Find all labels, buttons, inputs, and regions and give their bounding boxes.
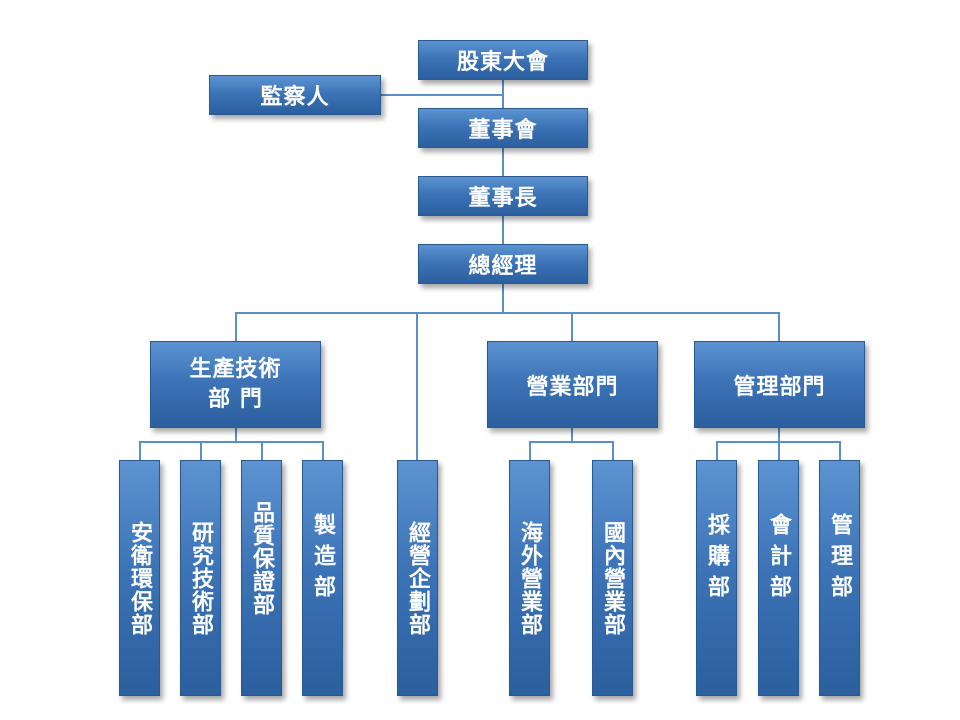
overseas-sales-unit-box: 海外營業部 xyxy=(509,460,550,696)
sales-department-box: 營業部門 xyxy=(487,341,658,428)
safety-environment-unit-box: 安衛環保部 xyxy=(119,460,160,696)
accounting-unit-box: 會計部 xyxy=(758,460,799,696)
connector-line xyxy=(139,441,141,460)
shareholders-meeting-box: 股東大會 xyxy=(418,40,588,80)
department-label-line1: 生產技術 xyxy=(189,356,282,382)
general-manager-box: 總經理 xyxy=(418,244,588,284)
connector-line xyxy=(612,441,614,460)
manufacturing-unit-box: 製造部 xyxy=(302,460,343,696)
connector-line xyxy=(381,94,504,96)
connector-line xyxy=(261,441,263,460)
supervisor-box: 監察人 xyxy=(209,75,381,115)
connector-line xyxy=(571,312,573,341)
connector-line xyxy=(416,312,418,460)
purchasing-unit-box: 採購部 xyxy=(696,460,737,696)
quality-assurance-unit-box: 品質保證部 xyxy=(241,460,282,696)
business-planning-unit-box: 經營企劃部 xyxy=(397,460,438,696)
connector-line xyxy=(322,441,324,460)
connector-line xyxy=(778,428,780,442)
production-technology-department-box: 生產技術 部 門 xyxy=(150,341,321,428)
connector-line xyxy=(502,148,504,178)
connector-line xyxy=(839,441,841,460)
research-technology-unit-box: 研究技術部 xyxy=(180,460,221,696)
connector-line xyxy=(571,428,573,442)
management-department-box: 管理部門 xyxy=(694,341,865,428)
connector-line xyxy=(529,441,531,460)
connector-line xyxy=(200,441,202,460)
connector-line xyxy=(235,312,237,341)
connector-line xyxy=(139,441,323,443)
connector-line xyxy=(778,441,780,460)
board-of-directors-box: 董事會 xyxy=(418,108,588,148)
department-label-line2: 部 門 xyxy=(208,386,263,412)
connector-line xyxy=(502,284,504,314)
chairman-box: 董事長 xyxy=(418,176,588,216)
domestic-sales-unit-box: 國內營業部 xyxy=(592,460,633,696)
connector-line xyxy=(778,312,780,341)
connector-line xyxy=(235,312,780,314)
administration-unit-box: 管理部 xyxy=(819,460,860,696)
connector-line xyxy=(716,441,718,460)
connector-line xyxy=(235,428,237,442)
connector-line xyxy=(529,441,614,443)
connector-line xyxy=(502,216,504,246)
